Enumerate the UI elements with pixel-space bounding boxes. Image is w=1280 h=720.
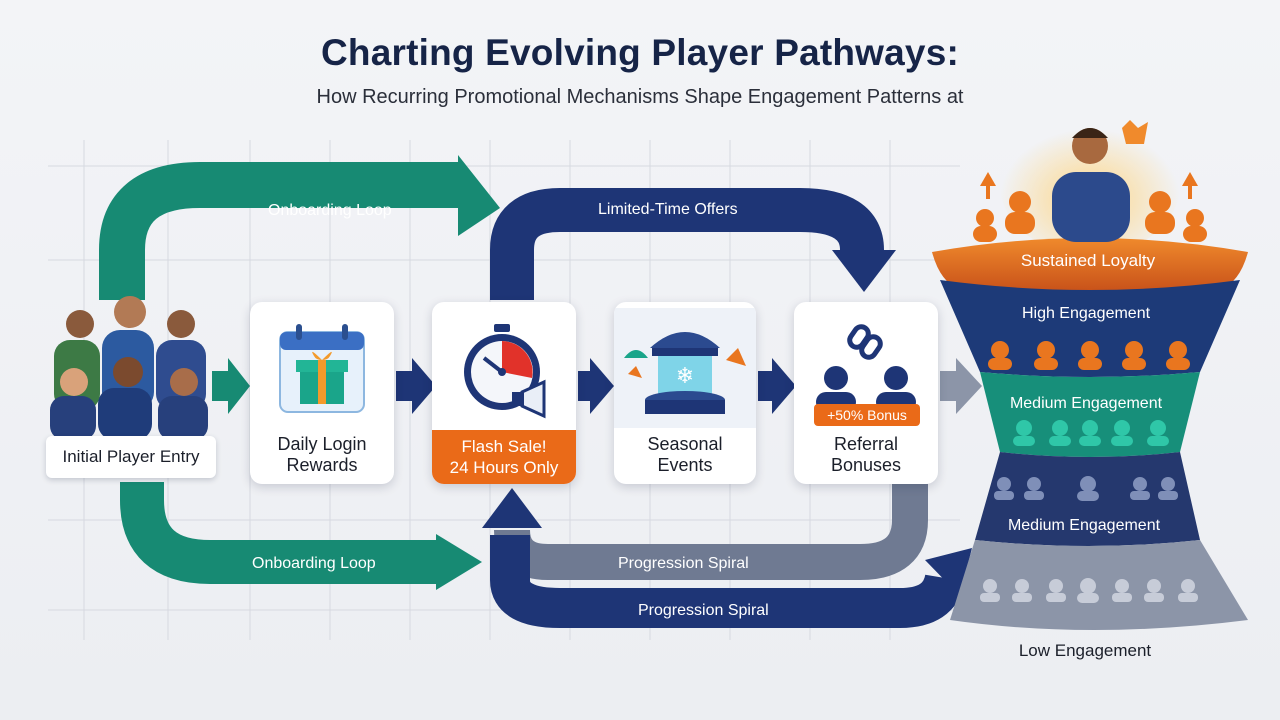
tier-label-low: Low Engagement xyxy=(1018,641,1152,660)
engagement-funnel: Sustained Loyalty High Engagement Medium… xyxy=(932,115,1248,630)
funnel-tier-high xyxy=(940,280,1240,377)
flash-sale-caption: Flash Sale! 24 Hours Only xyxy=(432,430,576,484)
gift-calendar-icon xyxy=(279,324,365,413)
crown-badge-icon xyxy=(1122,120,1148,144)
connector-daily-to-flash-arrow xyxy=(396,358,436,414)
daily-login-rewards-caption: Daily Login Rewards xyxy=(250,434,394,476)
hero-player-illustration xyxy=(1052,120,1148,242)
low-tier-people-icons xyxy=(980,578,1198,603)
stage-connectors xyxy=(212,358,982,414)
card-caption-line2: Rewards xyxy=(286,455,358,475)
stopwatch-megaphone-icon xyxy=(464,324,546,419)
card-caption-line2: 24 Hours Only xyxy=(449,458,559,477)
card-caption-line1: Flash Sale! xyxy=(461,437,547,456)
progression-spiral-outer-label: Progression Spiral xyxy=(638,602,769,619)
initial-player-entry-label: Initial Player Entry xyxy=(46,436,216,478)
svg-text:❄: ❄ xyxy=(676,364,694,389)
carousel-icon: ❄ xyxy=(614,308,756,428)
bonus-tag: +50% Bonus xyxy=(814,404,920,426)
seasonal-events-caption: Seasonal Events xyxy=(614,434,756,476)
onboarding-loop-bottom-label: Onboarding Loop xyxy=(252,555,376,572)
tier-label-loyalty: Sustained Loyalty xyxy=(1021,251,1156,270)
flash-sale-card: Flash Sale! 24 Hours Only xyxy=(432,302,576,484)
card-caption-line1: Seasonal xyxy=(647,434,723,454)
card-caption-line2: Bonuses xyxy=(830,455,902,475)
daily-login-rewards-card: Daily Login Rewards xyxy=(250,302,394,484)
progression-spiral-inner-label: Progression Spiral xyxy=(618,555,749,572)
funnel-tier-low xyxy=(950,540,1248,630)
medium-teal-tier-people-icons xyxy=(1013,420,1169,446)
progression-spiral-outer-arrow: Progression Spiral xyxy=(490,535,972,628)
loyalty-crowd-icons xyxy=(973,172,1207,242)
medium-navy-tier-people-icons xyxy=(994,476,1178,501)
tier-label-medium-teal: Medium Engagement xyxy=(1010,395,1163,412)
card-caption-line1: Daily Login xyxy=(277,434,367,454)
connector-entry-to-daily-arrow xyxy=(212,358,250,414)
referral-bonuses-card: +50% Bonus Referral Bonuses xyxy=(794,302,938,484)
player-group-illustration xyxy=(50,296,208,440)
referral-link-icon xyxy=(816,324,916,412)
funnel-tier-loyalty xyxy=(932,238,1248,290)
limited-time-offers-label: Limited-Time Offers xyxy=(598,201,738,218)
onboarding-loop-top-label: Onboarding Loop xyxy=(268,202,392,219)
funnel-tier-medium-teal xyxy=(980,372,1200,457)
diagram-title: Charting Evolving Player Pathways: xyxy=(320,32,960,73)
card-caption-line1: Referral xyxy=(833,434,899,454)
referral-bonuses-caption: Referral Bonuses xyxy=(794,434,938,476)
onboarding-loop-top-arrow: Onboarding Loop xyxy=(99,155,500,300)
progression-spiral-inner-arrow: Progression Spiral xyxy=(482,484,928,580)
limited-time-offers-arrow: Limited-Time Offers xyxy=(490,188,896,300)
tier-label-high: High Engagement xyxy=(1022,305,1151,322)
seasonal-events-card: ❄ Seasonal Events xyxy=(614,302,756,484)
card-caption-line2: Events xyxy=(657,455,713,475)
connector-referral-to-funnel-arrow xyxy=(940,358,982,414)
connector-seasonal-to-referral-arrow xyxy=(758,358,796,414)
diagram-subtitle: How Recurring Promotional Mechanisms Sha… xyxy=(316,86,964,108)
onboarding-loop-bottom-arrow: Onboarding Loop xyxy=(120,482,482,590)
high-tier-people-icons xyxy=(988,341,1190,370)
tier-label-medium-navy: Medium Engagement xyxy=(1008,517,1161,534)
connector-flash-to-seasonal-arrow xyxy=(578,358,614,414)
